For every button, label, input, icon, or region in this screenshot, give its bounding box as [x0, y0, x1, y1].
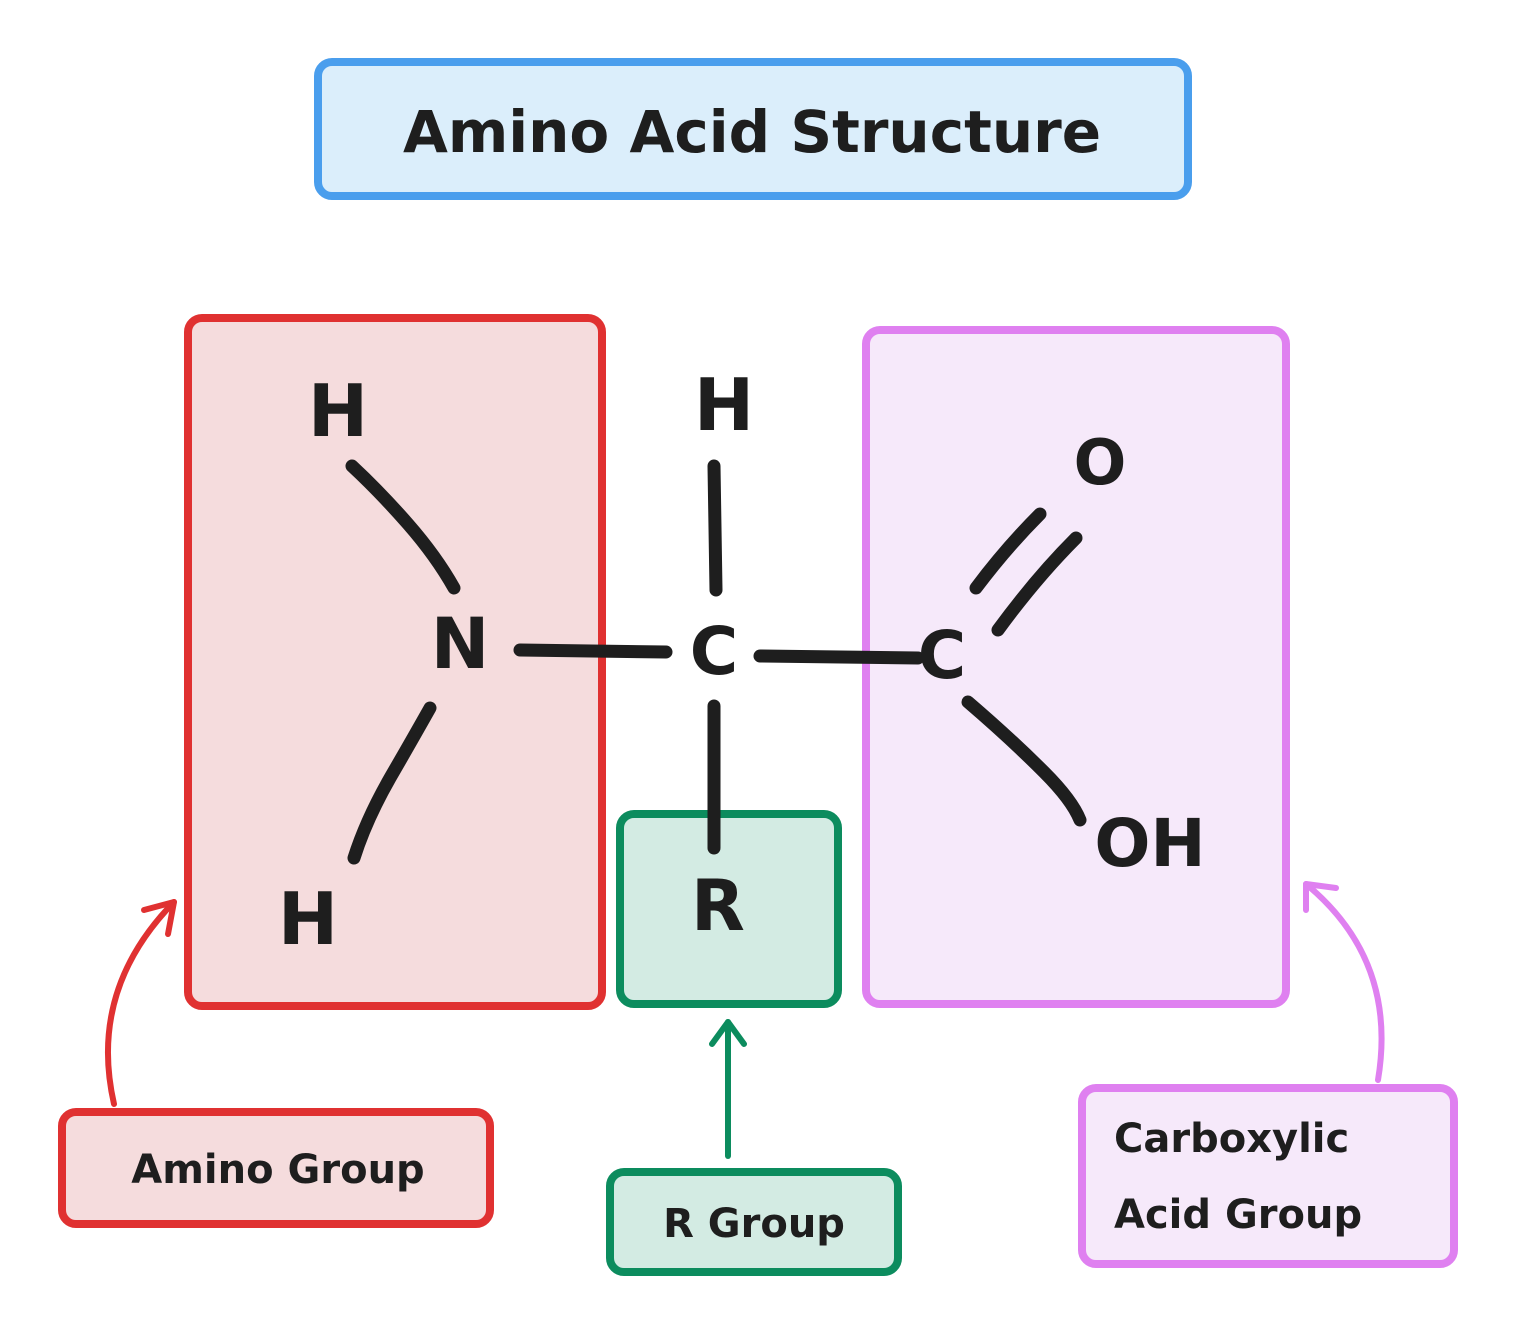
label-r-group-frame — [606, 1168, 902, 1276]
atom-h-top-center: H — [694, 363, 754, 447]
bonds — [345, 459, 1087, 865]
arrow-amino — [105, 899, 177, 1107]
label-amino-group: Amino Group — [58, 1108, 494, 1228]
arrow-amino-shaft — [105, 899, 177, 1107]
atoms: H N H H C R C O OH — [278, 363, 1206, 961]
bond-c-h — [707, 459, 723, 597]
bond-c-o-double-b — [991, 531, 1083, 637]
atom-c-carboxyl: C — [918, 617, 966, 694]
arrow-r — [709, 1019, 747, 1159]
atom-n: N — [431, 603, 490, 685]
label-carboxylic-acid-group: Carboxylic Acid Group — [1078, 1084, 1458, 1268]
r-group-box — [616, 810, 842, 1008]
arrow-amino-head — [141, 899, 177, 937]
diagram-title: Amino Acid Structure — [403, 98, 1101, 166]
atom-r: R — [691, 865, 745, 947]
label-carboxylic-acid-group-frame — [1078, 1084, 1458, 1268]
atom-c-alpha: C — [690, 613, 738, 690]
bond-n-h-top — [345, 459, 461, 595]
bond-c-c — [753, 649, 925, 665]
carboxyl-group-box — [862, 326, 1290, 1008]
label-r-group-text: R Group — [663, 1201, 845, 1247]
atom-o: O — [1074, 426, 1127, 499]
label-carboxylic-line2: Acid Group — [1114, 1192, 1362, 1238]
atom-h-top-left: H — [308, 369, 368, 453]
label-r-group: R Group — [606, 1168, 902, 1276]
title-box: Amino Acid Structure — [314, 58, 1192, 200]
bond-c-o-double-a — [969, 507, 1047, 595]
label-amino-group-text: Amino Group — [131, 1147, 424, 1193]
arrow-carboxyl — [1303, 881, 1385, 1083]
arrow-r-head — [709, 1019, 747, 1047]
atom-oh: OH — [1094, 805, 1205, 882]
arrow-carboxyl-shaft — [1303, 881, 1385, 1083]
bond-n-h-bottom — [347, 701, 437, 865]
atom-h-bottom-left: H — [278, 877, 338, 961]
bond-c-oh — [961, 695, 1087, 827]
label-carboxylic-line1: Carboxylic — [1114, 1116, 1349, 1162]
amino-group-box — [184, 314, 606, 1010]
arrow-carboxyl-head — [1303, 881, 1339, 913]
title-box-frame — [314, 58, 1192, 200]
label-amino-group-frame — [58, 1108, 494, 1228]
bond-n-c — [513, 643, 673, 659]
